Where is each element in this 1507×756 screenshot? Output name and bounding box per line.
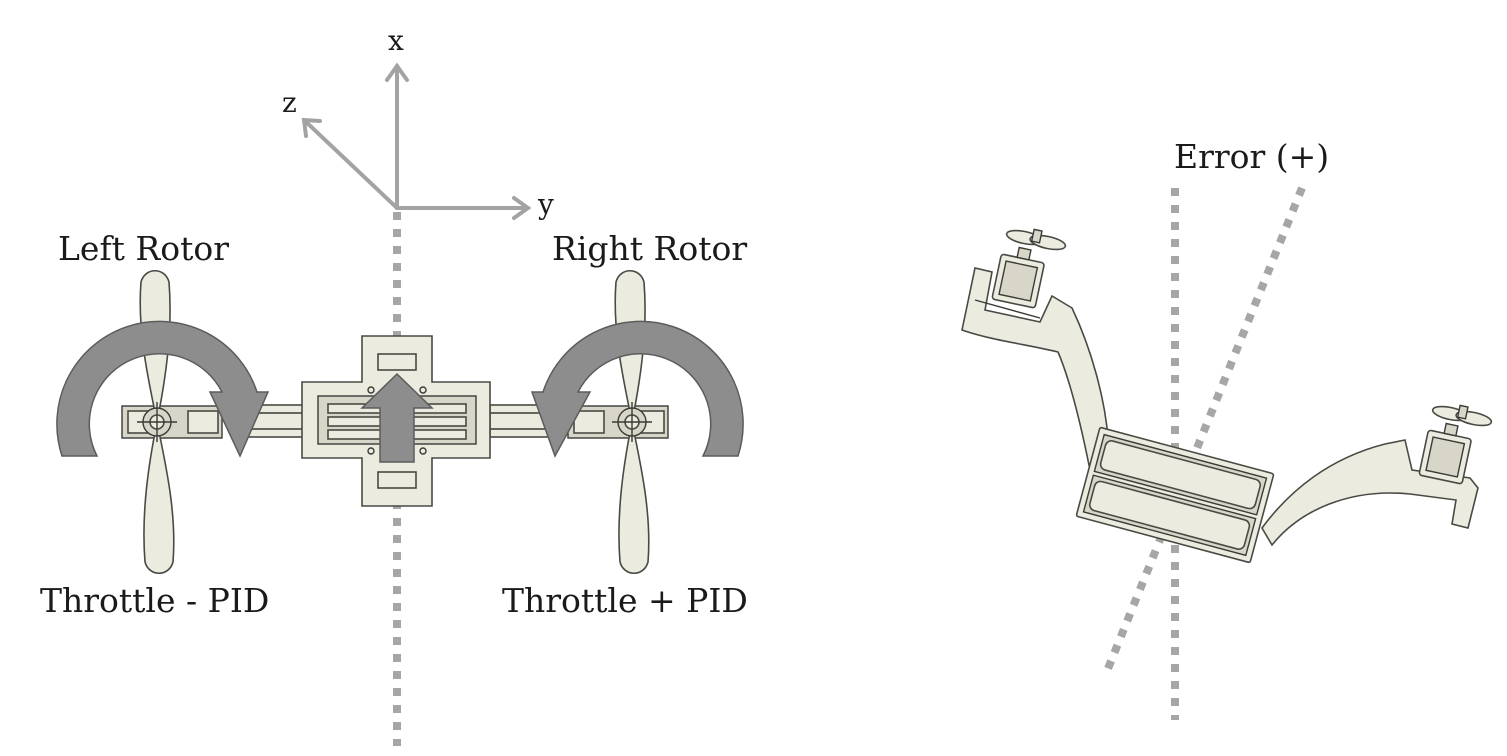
tilted-axis-line [1101, 186, 1306, 678]
left-rotation-arrow [56, 320, 270, 458]
tilted-right-arm [1261, 439, 1479, 547]
x-axis-label: x [388, 24, 404, 57]
left-propeller [136, 269, 178, 575]
right-propeller [611, 269, 653, 575]
forward-arrow [360, 372, 434, 463]
left-throttle-label: Throttle - PID [40, 581, 269, 620]
z-axis-arrow [302, 118, 399, 210]
z-axis-label: z [282, 86, 297, 119]
drone-top-view [56, 269, 744, 575]
tilted-left-arm [961, 267, 1109, 473]
axes-frame: x y z [282, 24, 554, 221]
left-rotor-label: Left Rotor [58, 229, 229, 268]
y-axis-label: y [537, 188, 554, 221]
right-rotation-arrow [530, 320, 744, 458]
right-throttle-label: Throttle + PID [502, 581, 748, 620]
tilted-drone [961, 228, 1493, 564]
tilted-right-propeller-top [1431, 404, 1493, 427]
right-rotor-label: Right Rotor [552, 229, 747, 268]
tilted-left-propeller-top [1005, 228, 1067, 251]
error-label: Error (+) [1174, 137, 1329, 176]
